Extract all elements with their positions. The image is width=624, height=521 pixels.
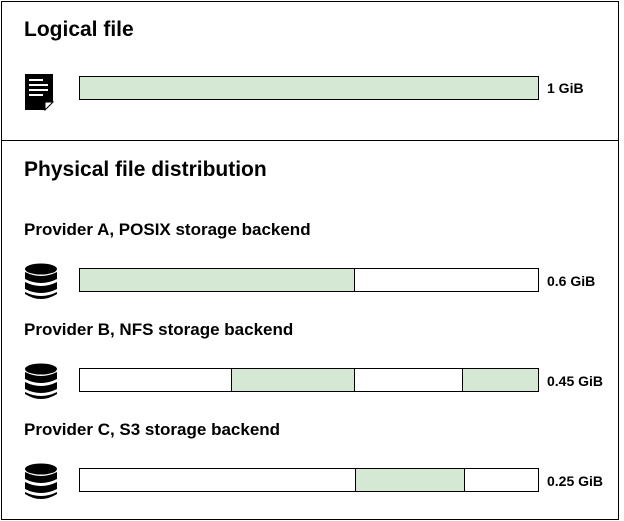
provider-a-label: Provider A, POSIX storage backend [24,220,311,239]
database-icon [25,263,57,299]
database-icon [25,363,57,399]
provider-b-bar [79,368,539,392]
physical-distribution-heading: Physical file distribution [24,158,267,181]
provider-c-filled-segment [354,469,465,491]
logical-file-bar [79,76,539,100]
logical-file-heading: Logical file [24,18,134,41]
document-icon [25,74,54,111]
provider-c-size: 0.25 GiB [547,473,604,489]
provider-a-size: 0.6 GiB [547,273,596,289]
logical-file-panel: Logical file 1 GiB [1,1,619,141]
provider-c-label: Provider C, S3 storage backend [24,420,281,439]
provider-b-label: Provider B, NFS storage backend [24,320,294,339]
logical-file-filled-segment [80,77,538,99]
provider-b-size: 0.45 GiB [547,373,604,389]
provider-c-bar [79,468,539,492]
database-icon [25,463,57,499]
provider-b-filled-segment [461,369,538,391]
provider-a-filled-segment [80,269,355,291]
logical-file-size: 1 GiB [547,80,584,96]
provider-a-bar [79,268,539,292]
physical-distribution-panel: Physical file distribution Provider A, P… [1,140,619,520]
provider-b-filled-segment [231,369,355,391]
